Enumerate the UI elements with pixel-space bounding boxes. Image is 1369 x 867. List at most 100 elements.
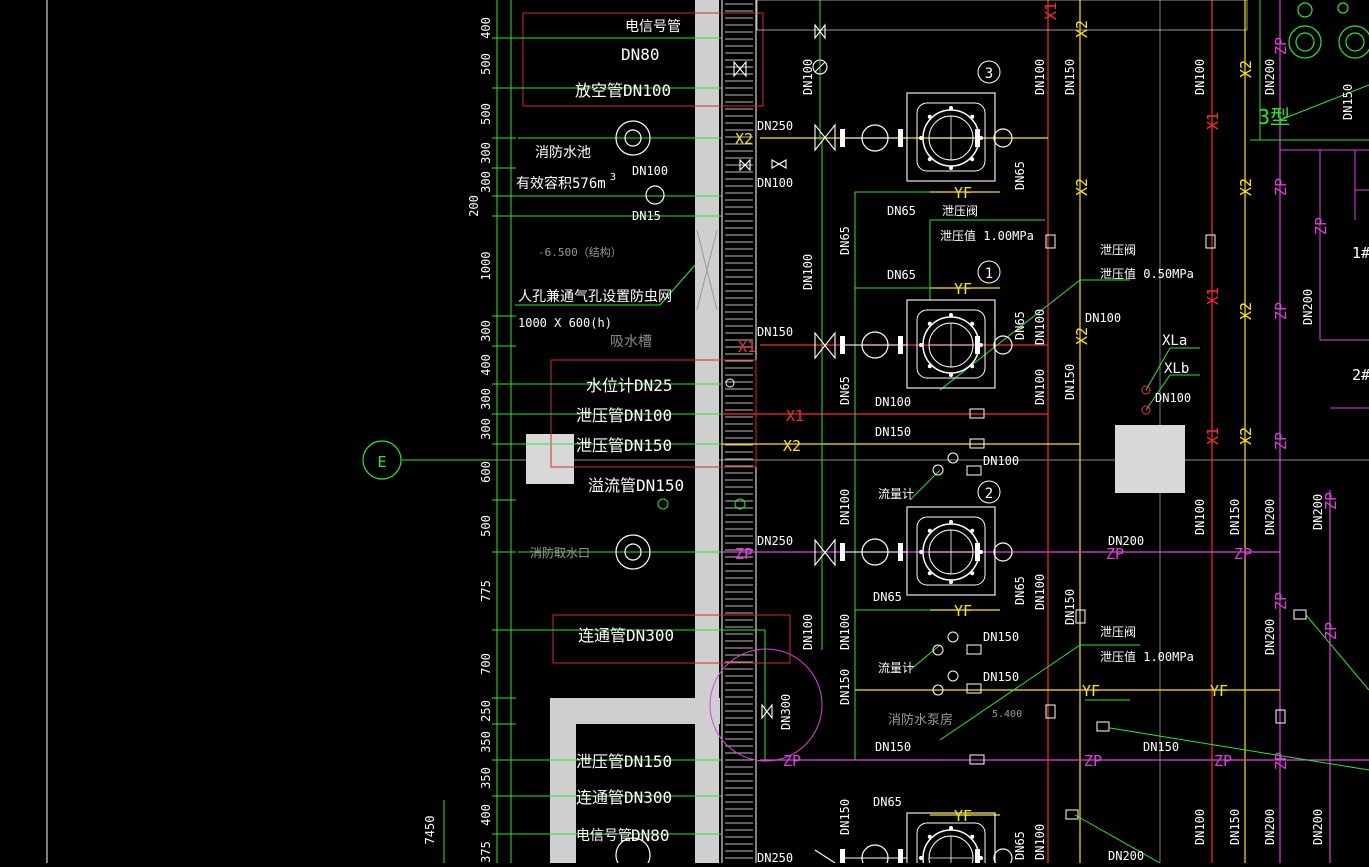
upper-frame (756, 0, 1248, 31)
svg-text:DN200: DN200 (1263, 619, 1277, 655)
svg-text:泄压值 1.00MPa: 泄压值 1.00MPa (940, 228, 1034, 243)
svg-text:DN200: DN200 (1108, 534, 1144, 548)
fire-pumps[interactable] (840, 92, 1013, 867)
valve-symbols[interactable] (733, 23, 836, 864)
label-tel: 电信号管 (625, 19, 681, 35)
pump-unit[interactable] (840, 506, 1013, 596)
svg-text:YF: YF (1210, 682, 1228, 700)
label-dn80b: DN80 (631, 826, 670, 845)
svg-text:DN100: DN100 (1033, 309, 1047, 345)
svg-text:DN65: DN65 (873, 590, 902, 604)
equipment-top-right (1288, 2, 1369, 59)
svg-text:DN150: DN150 (1063, 364, 1077, 400)
dim-text: 350 (479, 767, 493, 789)
svg-text:YF: YF (954, 280, 972, 298)
svg-text:ZP: ZP (1322, 622, 1340, 640)
svg-text:ZP: ZP (1106, 545, 1124, 563)
svg-text:泄压阀: 泄压阀 (1100, 243, 1136, 257)
svg-text:X1: X1 (1204, 287, 1222, 305)
pump-number: 1 (985, 266, 993, 282)
svg-text:2#: 2# (1352, 366, 1369, 384)
svg-text:DN100: DN100 (801, 59, 815, 95)
label-vent: 放空管DN100 (575, 81, 671, 100)
svg-text:DN100: DN100 (983, 454, 1019, 468)
svg-text:DN65: DN65 (887, 268, 916, 282)
dim-text: 1000 (479, 252, 493, 281)
svg-text:XLa: XLa (1162, 333, 1187, 349)
pipe-code-labels: X2 X1 X1 X2 ZP ZP ZP ZP ZP ZP YF YF YF Y… (735, 2, 1340, 825)
dim-text: 775 (479, 580, 493, 602)
label-manhole-size: 1000 X 600(h) (518, 316, 612, 330)
svg-text:DN100: DN100 (1193, 499, 1207, 535)
label-cube: 3 (610, 172, 616, 183)
svg-text:X2: X2 (1073, 178, 1091, 196)
svg-text:ZP: ZP (1214, 752, 1232, 770)
svg-text:DN200: DN200 (1311, 809, 1325, 845)
svg-text:DN100: DN100 (1193, 59, 1207, 95)
svg-text:ZP: ZP (1272, 302, 1290, 320)
grid-axis-bubble[interactable] (362, 440, 402, 480)
dim-text: 400 (479, 17, 493, 39)
dim-text: 250 (479, 700, 493, 722)
dim-text: 500 (479, 103, 493, 125)
pump-number: 2 (985, 486, 993, 502)
svg-text:DN150: DN150 (875, 425, 911, 439)
svg-text:X2: X2 (1073, 327, 1091, 345)
svg-text:DN150: DN150 (1228, 809, 1242, 845)
svg-text:DN150: DN150 (838, 669, 852, 705)
svg-text:DN65: DN65 (1013, 831, 1027, 860)
label-relief3: 泄压管DN150 (576, 752, 672, 771)
svg-text:X1: X1 (1042, 2, 1060, 20)
svg-text:DN150: DN150 (983, 670, 1019, 684)
svg-text:X2: X2 (1237, 302, 1255, 320)
svg-text:DN300: DN300 (779, 694, 793, 730)
dim-text: 375 (479, 841, 493, 863)
pump-unit[interactable] (840, 812, 1013, 867)
dim-text: 300 (479, 171, 493, 193)
label-link2: 连通管DN300 (576, 788, 672, 807)
dimension-ticks (492, 37, 516, 835)
svg-text:DN150: DN150 (1063, 589, 1077, 625)
svg-text:DN150: DN150 (875, 740, 911, 754)
svg-text:ZP: ZP (1272, 178, 1290, 196)
pool-labels: 电信号管 DN80 放空管DN100 消防水池 有效容积576m 3 DN100… (516, 19, 684, 845)
svg-text:DN100: DN100 (1193, 809, 1207, 845)
label-outlet: 消防取水口 (530, 545, 590, 560)
svg-text:DN100: DN100 (1155, 391, 1191, 405)
label-volume: 有效容积576m (516, 175, 606, 192)
label-level: -6.500（结构） (538, 245, 622, 259)
svg-text:DN150: DN150 (1143, 740, 1179, 754)
svg-text:ZP: ZP (1272, 432, 1290, 450)
svg-text:DN100: DN100 (1033, 574, 1047, 610)
branch-pipes (722, 0, 1369, 864)
pool-wall-lower (550, 698, 576, 863)
pump-unit[interactable] (840, 299, 1013, 389)
svg-text:DN100: DN100 (838, 489, 852, 525)
svg-text:DN150: DN150 (983, 630, 1019, 644)
svg-text:DN250: DN250 (757, 534, 793, 548)
svg-text:DN65: DN65 (873, 795, 902, 809)
svg-text:DN150: DN150 (1063, 59, 1077, 95)
detail-callout-circle[interactable] (709, 648, 823, 762)
label-relief1: 泄压管DN100 (576, 406, 672, 425)
svg-text:DN250: DN250 (757, 851, 793, 863)
svg-text:ZP: ZP (1272, 752, 1290, 770)
svg-text:ZP: ZP (783, 752, 801, 770)
svg-text:DN200: DN200 (1263, 809, 1277, 845)
label-pool: 消防水池 (535, 145, 591, 161)
dim-text-total: 7450 (423, 816, 437, 845)
wall-cross (696, 229, 718, 311)
label-gauge: 水位计DN25 (586, 376, 673, 395)
label-link: 连通管DN300 (578, 626, 674, 645)
dim-text: 700 (479, 653, 493, 675)
svg-text:流量计: 流量计 (878, 487, 914, 501)
svg-text:X2: X2 (1237, 427, 1255, 445)
pump-unit[interactable] (840, 92, 1013, 182)
svg-text:ZP: ZP (1272, 592, 1290, 610)
svg-text:DN150: DN150 (838, 799, 852, 835)
sump-circles (615, 120, 665, 867)
label-overflow: 溢流管DN150 (588, 476, 684, 495)
svg-text:DN100: DN100 (801, 254, 815, 290)
